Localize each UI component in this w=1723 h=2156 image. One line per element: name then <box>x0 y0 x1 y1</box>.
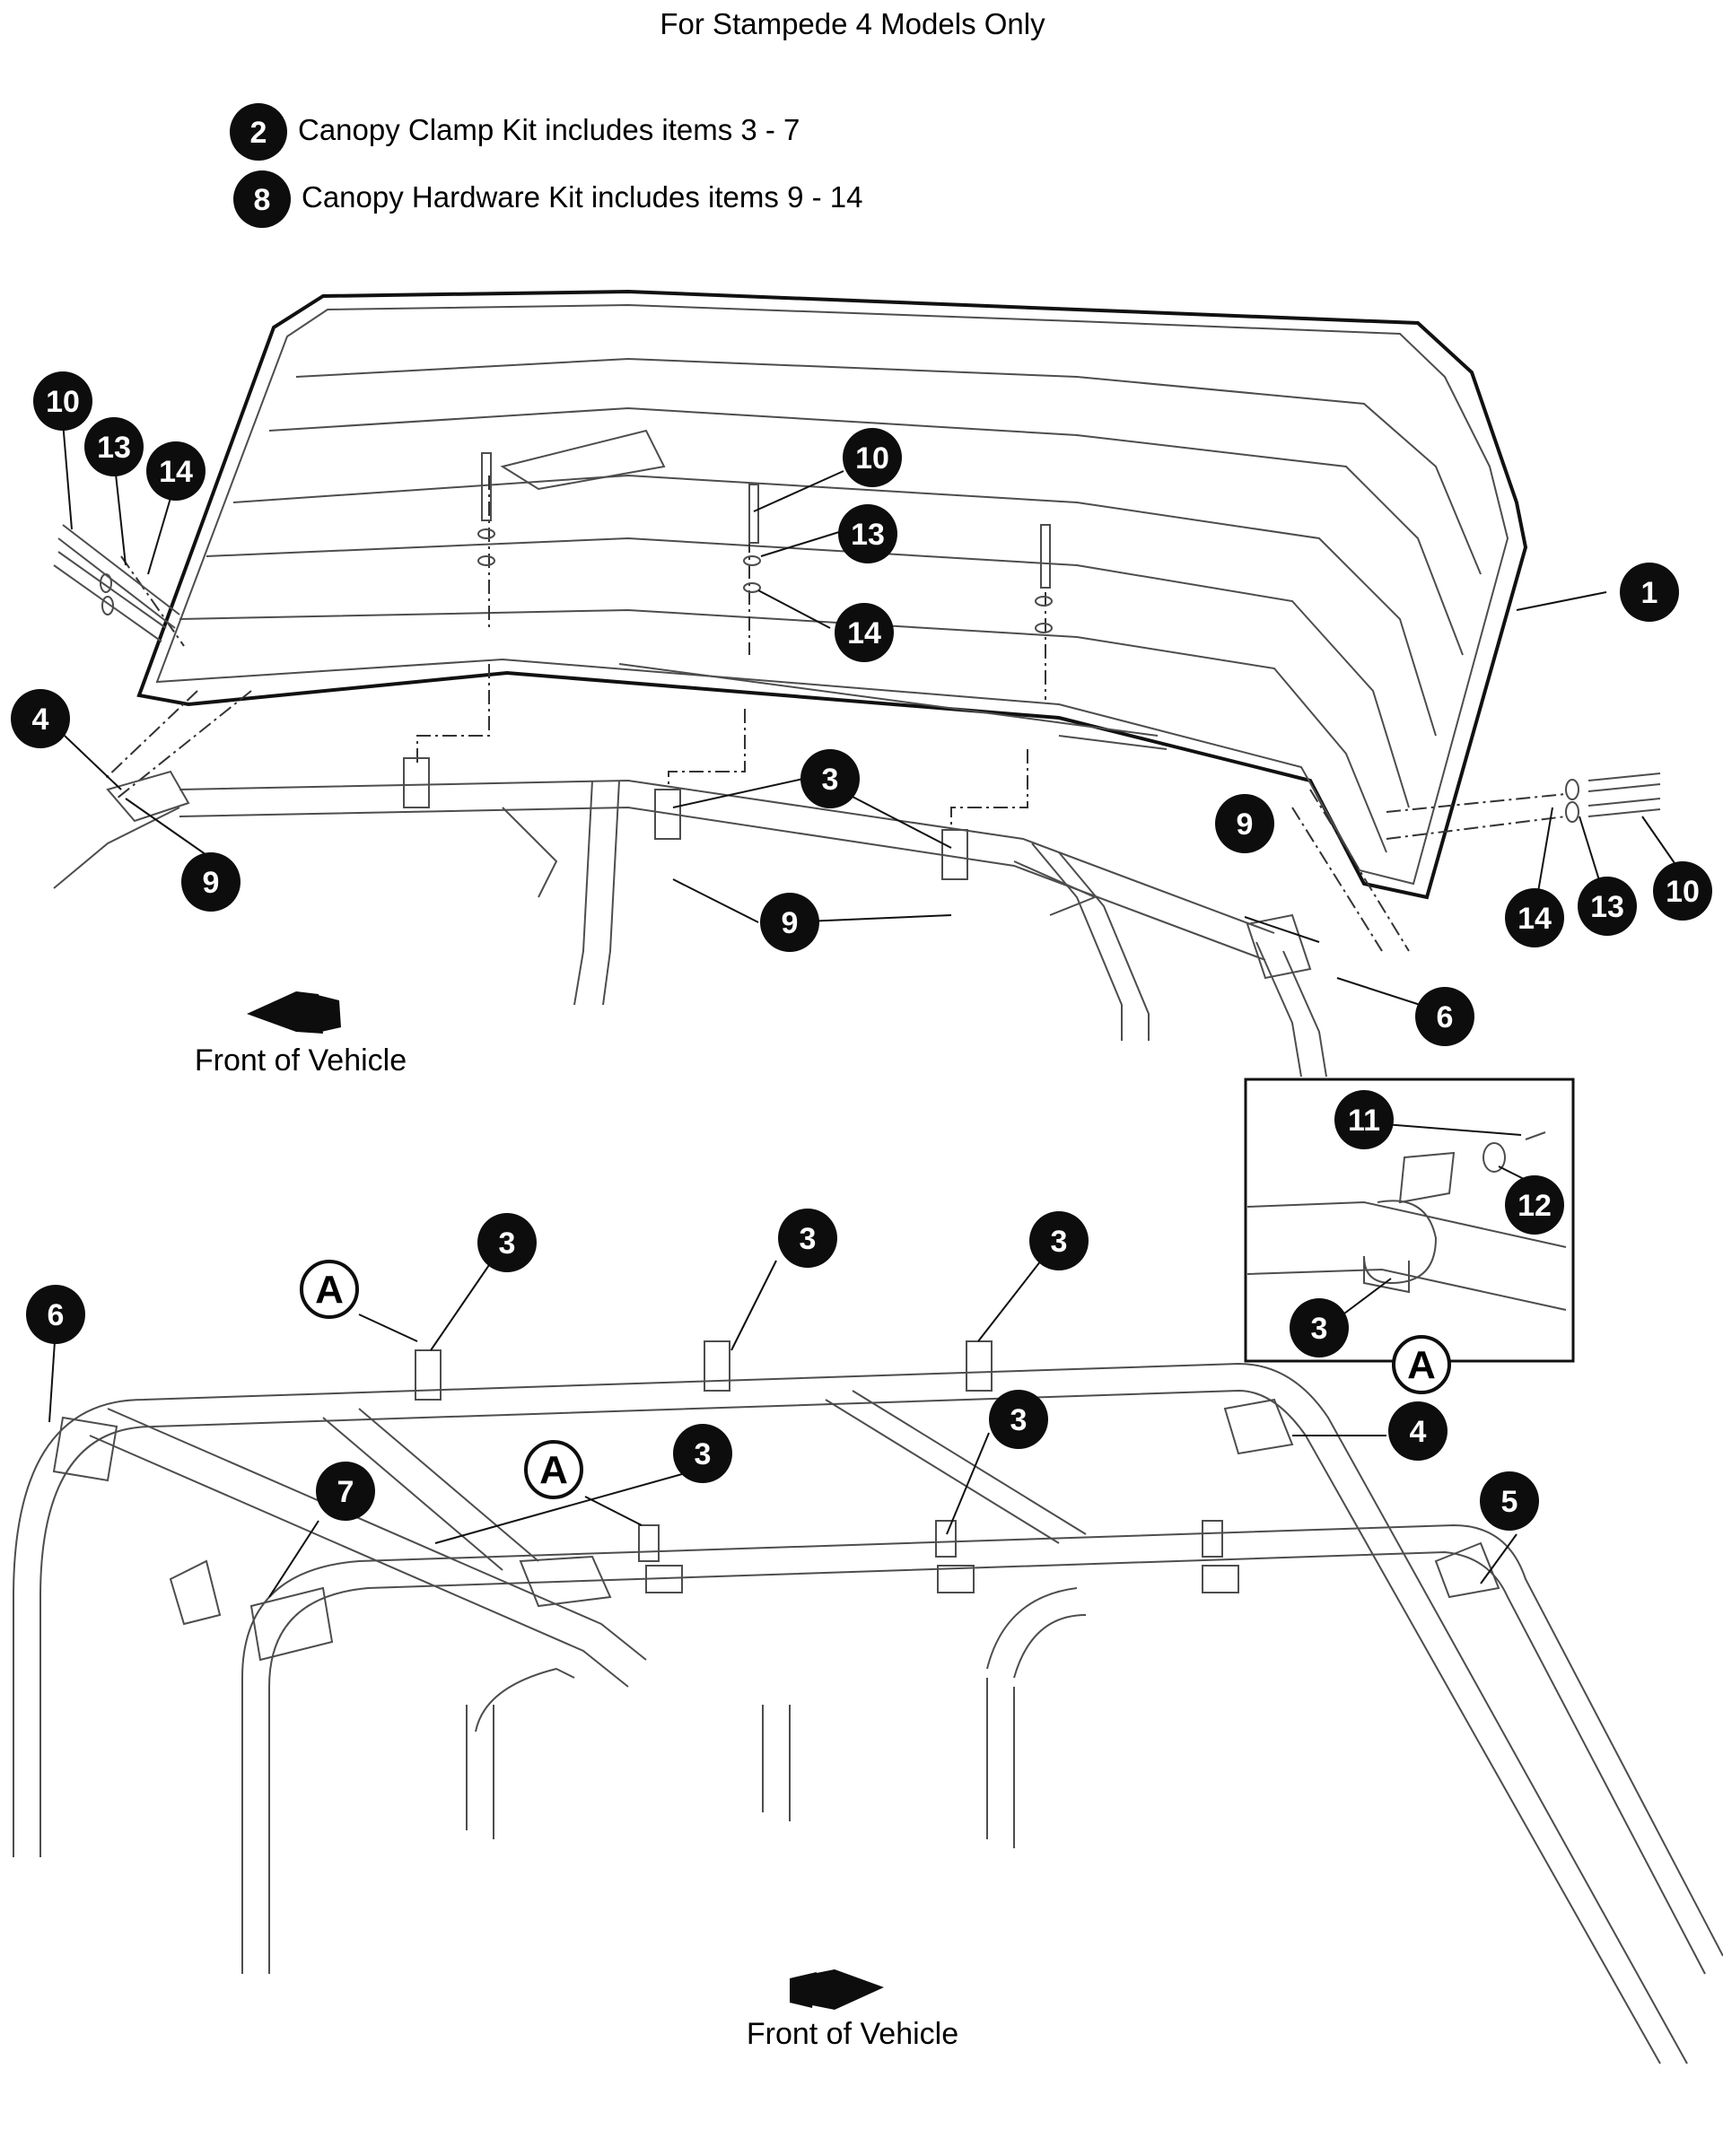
svg-text:10: 10 <box>1666 875 1700 909</box>
svg-text:11: 11 <box>1348 1104 1380 1138</box>
detail-ref-A-1: A <box>300 1260 359 1319</box>
callout-13: 13 <box>1578 877 1637 936</box>
callout-12: 12 <box>1505 1175 1564 1235</box>
callout-9: 9 <box>1215 794 1274 853</box>
callout-9: 9 <box>181 852 241 912</box>
callout-3: 3 <box>778 1209 837 1268</box>
callout-leaders <box>48 421 1684 1598</box>
svg-text:3: 3 <box>800 1222 817 1256</box>
svg-text:4: 4 <box>32 703 49 737</box>
svg-text:4: 4 <box>1410 1415 1427 1449</box>
svg-text:6: 6 <box>48 1298 65 1332</box>
svg-text:13: 13 <box>851 518 885 552</box>
callout-9: 9 <box>760 893 819 952</box>
bolts-and-washers <box>53 452 1661 823</box>
svg-text:12: 12 <box>1517 1189 1552 1223</box>
callout-3: 3 <box>673 1424 732 1483</box>
front-arrow-bottom <box>790 1969 884 2010</box>
header-title: For Stampede 4 Models Only <box>660 7 1045 40</box>
svg-text:14: 14 <box>847 616 881 650</box>
callout-6: 6 <box>26 1285 85 1344</box>
callouts-detail: 11 12 3 <box>1290 1090 1564 1357</box>
canopy-illustration <box>136 289 1528 900</box>
callout-10: 10 <box>33 371 92 431</box>
callout-14: 14 <box>1505 888 1564 947</box>
svg-text:3: 3 <box>695 1437 712 1471</box>
svg-text:3: 3 <box>499 1226 516 1261</box>
callout-4: 4 <box>11 689 70 748</box>
callout-3: 3 <box>989 1390 1048 1449</box>
detail-ref-A-2: A <box>524 1440 583 1499</box>
callout-11: 11 <box>1334 1090 1394 1149</box>
callout-13: 13 <box>84 417 144 476</box>
front-of-vehicle-label-top: Front of Vehicle <box>195 1043 407 1078</box>
callout-6: 6 <box>1415 987 1474 1046</box>
callout-3: 3 <box>1290 1298 1349 1357</box>
svg-text:3: 3 <box>1010 1403 1028 1437</box>
callout-14: 14 <box>835 603 894 662</box>
svg-text:6: 6 <box>1437 1000 1454 1034</box>
front-of-vehicle-label-bottom: Front of Vehicle <box>747 2017 958 2051</box>
callout-7: 7 <box>316 1462 375 1521</box>
mounting-lines <box>102 476 1567 952</box>
svg-text:13: 13 <box>97 431 131 465</box>
kit-note-text: Canopy Clamp Kit includes items 3 - 7 <box>298 113 800 146</box>
callout-3: 3 <box>1029 1211 1089 1270</box>
callout-10: 10 <box>843 428 902 487</box>
svg-text:10: 10 <box>855 441 889 476</box>
kit-note-number: 2 <box>250 116 267 150</box>
svg-text:14: 14 <box>159 455 193 489</box>
kit-note-2: 8 Canopy Hardware Kit includes items 9 -… <box>233 170 862 228</box>
svg-text:3: 3 <box>1051 1225 1068 1259</box>
callouts-bottom: 3 3 3 6 3 3 7 4 5 <box>26 1209 1539 1531</box>
svg-text:13: 13 <box>1590 890 1624 924</box>
callout-3: 3 <box>477 1213 537 1272</box>
front-arrow-top <box>247 991 341 1034</box>
svg-text:A: A <box>539 1448 568 1492</box>
svg-text:3: 3 <box>1311 1312 1328 1346</box>
kit-note-text: Canopy Hardware Kit includes items 9 - 1… <box>302 180 862 214</box>
svg-text:9: 9 <box>203 866 220 900</box>
kit-note-1: 2 Canopy Clamp Kit includes items 3 - 7 <box>230 103 800 161</box>
callout-1: 1 <box>1620 563 1679 622</box>
callout-13: 13 <box>838 504 897 563</box>
callout-10: 10 <box>1653 861 1712 921</box>
svg-text:9: 9 <box>1237 807 1254 842</box>
callout-3: 3 <box>800 749 860 808</box>
svg-text:14: 14 <box>1517 902 1552 936</box>
top-frame-illustration <box>53 757 1327 1078</box>
callouts-top: 10 13 14 10 13 14 1 4 3 9 9 9 6 14 13 10 <box>11 371 1712 1046</box>
callout-4: 4 <box>1388 1401 1447 1461</box>
svg-text:5: 5 <box>1501 1485 1518 1519</box>
detail-ref-A-3: A <box>1392 1335 1451 1394</box>
svg-text:10: 10 <box>46 385 80 419</box>
callout-14: 14 <box>146 441 206 501</box>
svg-text:7: 7 <box>337 1475 354 1509</box>
svg-text:3: 3 <box>822 763 839 797</box>
kit-note-number: 8 <box>254 183 271 217</box>
bottom-frame-illustration <box>13 1340 1723 2064</box>
svg-text:1: 1 <box>1641 576 1658 610</box>
svg-text:9: 9 <box>782 906 799 940</box>
svg-text:A: A <box>315 1268 344 1312</box>
callout-5: 5 <box>1480 1471 1539 1531</box>
svg-text:A: A <box>1407 1343 1436 1387</box>
